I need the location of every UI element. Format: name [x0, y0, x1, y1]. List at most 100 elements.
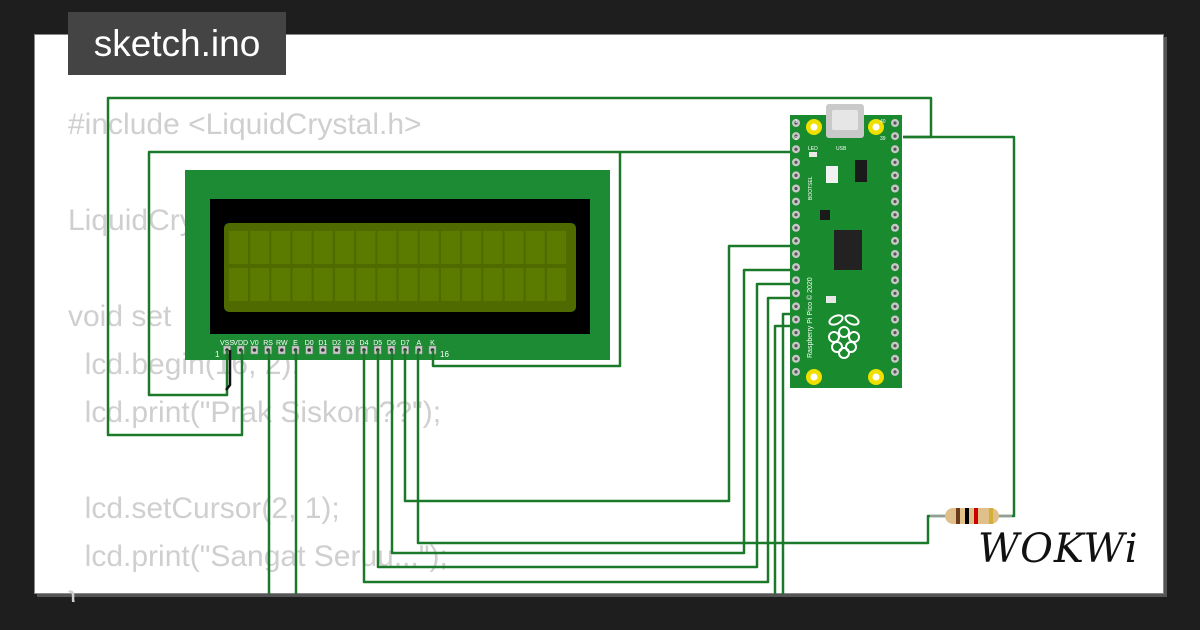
pico-pin-hole [893, 147, 897, 151]
raspberry-pi-pico[interactable]: USB LED BOOTSEL Raspberry Pi Pico © 2020 [790, 104, 902, 388]
wire [431, 152, 622, 368]
pico-pin-hole [794, 370, 798, 374]
pico-pin-hole [893, 226, 897, 230]
chip-icon [855, 160, 867, 182]
lcd-pin-hole [334, 348, 339, 352]
lcd-character-cell [250, 231, 270, 264]
lcd-character-cell [313, 268, 333, 301]
pico-pin-hole [893, 331, 897, 335]
pico-label: Raspberry Pi Pico © 2020 [806, 277, 814, 358]
pico-pin-hole [893, 291, 897, 295]
lcd-character-cell [525, 268, 545, 301]
resistor-bands [956, 508, 993, 524]
mounting-hole [810, 373, 818, 381]
wire [376, 282, 790, 569]
crystal-icon [820, 210, 830, 220]
lcd-character-cell [356, 231, 376, 264]
pico-pin-hole [893, 173, 897, 177]
lcd-character-cell [525, 231, 545, 264]
lcd-pin-first-label: 1 [215, 350, 220, 359]
pico-pin-hole [893, 317, 897, 322]
lcd-character-cell [547, 268, 566, 301]
pico-pin-hole [794, 317, 798, 322]
lcd-pin-label: E [293, 340, 298, 347]
wokwi-logo: WOKWi [978, 526, 1139, 572]
wire [390, 268, 790, 555]
pico-pin-hole [893, 265, 897, 269]
lcd-character-cell [229, 268, 248, 301]
lcd-character-cell [377, 231, 397, 264]
lcd-character-cell [504, 268, 524, 301]
bootsel-button[interactable] [826, 166, 838, 183]
pico-pin-hole [794, 291, 798, 295]
lcd-pin-label: RW [276, 340, 288, 347]
lcd-pin-label: V0 [250, 340, 259, 347]
lcd-pin-hole [321, 348, 325, 352]
lcd-pin-label: D3 [346, 340, 355, 347]
pico-pin-hole [893, 186, 897, 191]
lcd-pin-label: A [416, 340, 421, 347]
lcd-character-cell [419, 268, 439, 301]
lcd-pin-label: D4 [360, 340, 369, 347]
lcd-character-cell [419, 231, 439, 264]
lcd-pin-label: D1 [318, 340, 327, 347]
code-line: void set [68, 300, 172, 333]
lcd-pin-label: D6 [387, 340, 396, 347]
pico-pin-hole [794, 357, 798, 361]
lcd-pin-hole [280, 348, 284, 352]
lcd-character-cell [462, 231, 482, 264]
lcd-character-cell [377, 268, 397, 301]
lcd-pin-label: D5 [373, 340, 382, 347]
pico-pin-hole [893, 121, 897, 125]
pin-39-label: 39 [880, 136, 886, 142]
pico-pin-hole [794, 200, 798, 204]
pico-pin-hole [893, 252, 897, 256]
lcd-character-cell [441, 231, 460, 264]
pico-pin-hole [794, 147, 798, 151]
pico-pin-hole [794, 278, 798, 282]
pico-pin-hole [893, 278, 897, 282]
led-icon [809, 152, 817, 157]
lcd-character-cell [292, 231, 312, 264]
lcd-character-cell [462, 268, 482, 301]
pico-pin-hole [893, 160, 897, 164]
file-tab[interactable]: sketch.ino [68, 12, 286, 75]
lcd-character-cell [398, 268, 418, 301]
lcd-pin-hole [252, 348, 257, 352]
lcd-pin-label: VDD [233, 340, 248, 347]
pico-mounting-pads [806, 119, 884, 385]
lcd-character-cell [271, 231, 291, 264]
lcd-pin-label: RS [263, 340, 273, 347]
mounting-hole [810, 123, 818, 131]
wire [147, 150, 790, 397]
resistor-band [989, 508, 993, 524]
pico-pin-hole [794, 344, 798, 348]
lcd-character-cell [356, 268, 376, 301]
lcd-pin-label: VSS [220, 340, 234, 347]
usb-port-inner [832, 110, 858, 130]
pico-pin-hole [794, 226, 798, 230]
pico-pin-hole [794, 252, 798, 256]
lcd-character-cell [335, 268, 354, 301]
lcd-character-cell [483, 268, 503, 301]
pico-pin-hole [794, 134, 798, 138]
resistor[interactable] [930, 508, 1012, 524]
lcd-character-cell [292, 268, 312, 301]
lcd-pin-label: D0 [305, 340, 314, 347]
pico-pin-hole [794, 239, 798, 243]
pico-pin-hole [794, 331, 798, 335]
lcd-character-cell [313, 231, 333, 264]
pico-pin-hole [893, 304, 897, 308]
code-line: #include <LiquidCrystal.h> [68, 108, 422, 141]
lcd-character-cell [271, 268, 291, 301]
lcd-pin-hole [307, 348, 312, 352]
code-line: lcd.setCursor(2, 1); [68, 492, 340, 525]
resistor-band [974, 508, 978, 524]
lcd-character-cell [229, 231, 248, 264]
lcd-character-cells [229, 231, 566, 301]
wire [362, 296, 790, 584]
pico-pin-hole [893, 357, 897, 361]
usb-label: USB [836, 146, 847, 152]
